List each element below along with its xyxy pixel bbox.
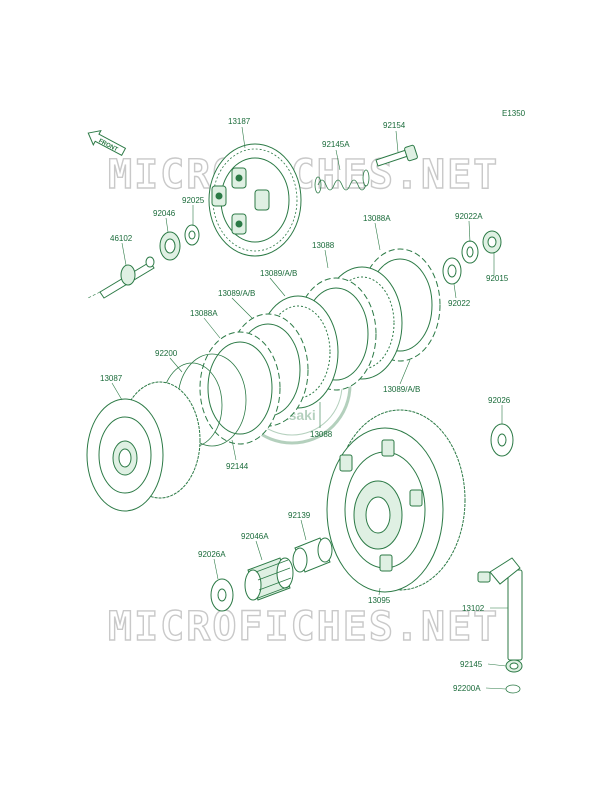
- watermark-top: MICROFICHES.NET: [108, 152, 499, 198]
- clutch-housing-13095: [326, 409, 466, 593]
- label-13088a-top: 13088A: [363, 214, 391, 223]
- label-92200a: 92200A: [453, 684, 481, 693]
- label-92022a: 92022A: [455, 212, 483, 221]
- leader-lines: [87, 126, 508, 690]
- release-shaft-13102: [477, 557, 523, 661]
- washer-92026a: [210, 578, 234, 612]
- clutch-hub-13087: [86, 381, 201, 512]
- label-13088-top: 13088: [312, 241, 335, 250]
- label-13089-1: 13089/A/B: [260, 269, 297, 278]
- plate-stack: [199, 248, 441, 445]
- label-92046a: 92046A: [241, 532, 269, 541]
- bolt-92154: [375, 144, 418, 167]
- pressure-plate-13187: [208, 143, 302, 257]
- label-13089-2: 13089/A/B: [218, 289, 255, 298]
- label-13095: 13095: [368, 596, 391, 605]
- label-92026: 92026: [488, 396, 511, 405]
- sleeve-92139: [292, 537, 333, 573]
- needle-bearing-92046a: [244, 557, 294, 601]
- label-92145: 92145: [460, 660, 483, 669]
- push-rod-46102: [99, 256, 155, 299]
- bearing-92046: [159, 231, 181, 261]
- label-13088a-mid: 13088A: [190, 309, 218, 318]
- washer-92026: [490, 423, 514, 457]
- label-92200: 92200: [155, 349, 178, 358]
- label-13087: 13087: [100, 374, 123, 383]
- label-92026a: 92026A: [198, 550, 226, 559]
- label-92144: 92144: [226, 462, 249, 471]
- label-92139: 92139: [288, 511, 311, 520]
- label-13088-bot: 13088: [310, 430, 333, 439]
- front-arrow-icon: FRONT: [87, 130, 127, 157]
- label-92015: 92015: [486, 274, 509, 283]
- label-92025: 92025: [182, 196, 205, 205]
- diagram-code: E1350: [502, 109, 526, 118]
- circlip-92200a: [505, 684, 521, 694]
- nut-92015: [482, 230, 502, 254]
- label-92145a: 92145A: [322, 140, 350, 149]
- washer-92022: [442, 257, 462, 285]
- part-labels: 13187 92154 92145A 92025 92046 46102 130…: [100, 117, 511, 693]
- clutch-spring-92145a: [314, 169, 370, 194]
- label-13187: 13187: [228, 117, 251, 126]
- label-92046: 92046: [153, 209, 176, 218]
- label-92022: 92022: [448, 299, 471, 308]
- washer-92022a: [461, 240, 479, 264]
- label-92154: 92154: [383, 121, 406, 130]
- label-13102: 13102: [462, 604, 485, 613]
- label-13089-3: 13089/A/B: [383, 385, 420, 394]
- washer-92025: [184, 224, 200, 246]
- watermark-bottom: MICROFICHES.NET: [108, 604, 499, 650]
- label-46102: 46102: [110, 234, 133, 243]
- spring-92145: [505, 659, 523, 673]
